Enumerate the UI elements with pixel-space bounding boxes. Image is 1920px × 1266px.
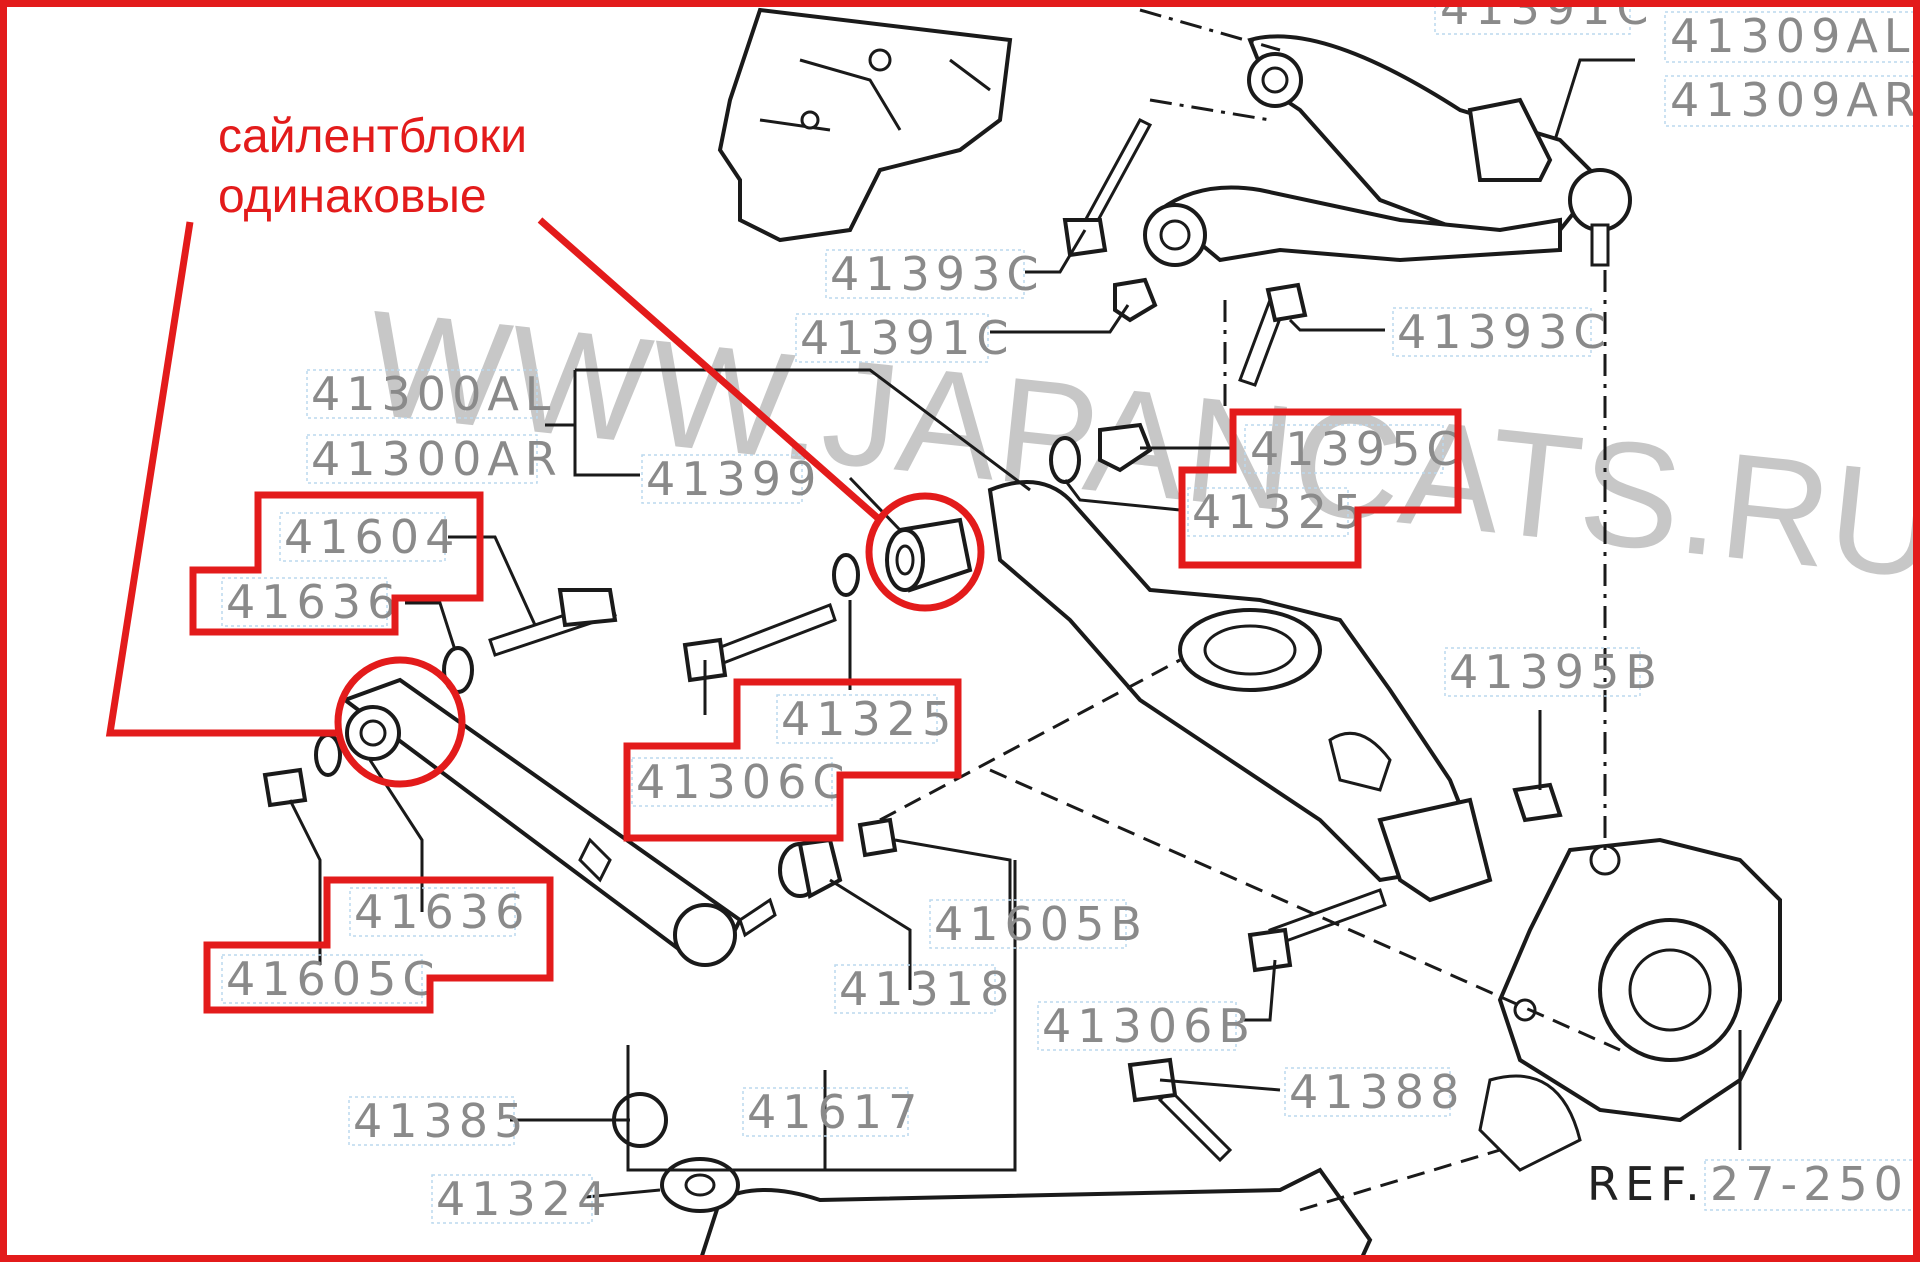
label-41636-b: 41636	[354, 885, 530, 939]
bottom-link	[612, 1092, 1373, 1264]
box-41636-41605c	[203, 876, 554, 1014]
box-41395c-41325	[1178, 408, 1462, 569]
label-41388: 41388	[1289, 1065, 1465, 1119]
bushing-41318	[778, 817, 898, 900]
trailing-link	[340, 677, 777, 967]
label-41309ar: 41309AR	[1670, 73, 1920, 127]
rear-knuckle	[1478, 837, 1782, 1172]
label-41605c: 41605C	[226, 952, 440, 1006]
ref-label: REF.	[1587, 1157, 1706, 1211]
guide-lines	[879, 8, 1621, 1212]
box-41604-41636	[189, 491, 484, 636]
annotation-line-1: сайлентблоки	[218, 110, 527, 163]
label-41617: 41617	[747, 1085, 923, 1139]
bushing-highlight-lower	[334, 656, 466, 788]
bushing-highlight-upper	[865, 492, 985, 612]
bolts-upper	[1062, 118, 1308, 387]
label-41393c-a: 41393C	[830, 247, 1044, 301]
label-41605b: 41605B	[934, 897, 1148, 951]
label-41393c-b: 41393C	[1397, 305, 1611, 359]
box-41325-41306c	[623, 678, 962, 842]
bolts-middle	[488, 588, 1387, 1163]
lower-control-arm	[987, 480, 1493, 903]
label-41395c: 41395C	[1250, 422, 1464, 476]
annotation-line-2: одинаковые	[218, 170, 487, 223]
bushing-41399	[885, 517, 973, 593]
knuckle-bracket-top	[717, 7, 1013, 243]
part-labels: 41391C 41309AL 41309AR 41393C 41391C 413…	[221, 0, 1920, 1226]
label-41306c: 41306C	[636, 755, 850, 809]
label-41318: 41318	[839, 962, 1015, 1016]
ref-number: 27-250	[1710, 1157, 1909, 1211]
label-41636-a: 41636	[226, 575, 402, 629]
label-41395b: 41395B	[1449, 645, 1663, 699]
label-41604: 41604	[284, 510, 460, 564]
upper-arm	[1143, 34, 1632, 267]
label-41309al: 41309AL	[1670, 9, 1915, 63]
label-41325-a: 41325	[1192, 485, 1368, 539]
label-41391c: 41391C	[800, 311, 1014, 365]
label-41300al: 41300AL	[311, 367, 556, 421]
leader-lines	[288, 58, 1742, 1199]
washers-and-nuts	[262, 422, 1563, 823]
label-41306b: 41306B	[1042, 999, 1256, 1053]
label-41324: 41324	[436, 1172, 612, 1226]
label-41325-b: 41325	[781, 692, 957, 746]
label-41385: 41385	[353, 1094, 529, 1148]
label-41300ar: 41300AR	[311, 432, 563, 486]
label-41399: 41399	[646, 452, 822, 506]
